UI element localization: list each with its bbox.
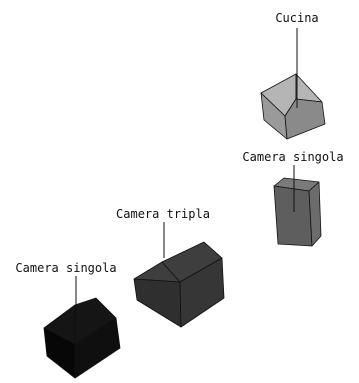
room-camera-singola-2-wall-side <box>74 317 121 379</box>
room-cucina-roof-right <box>295 73 323 103</box>
room-camera-singola-2: Camera singola <box>15 261 121 379</box>
room-camera-singola-1-side <box>308 181 322 247</box>
room-cucina-label: Cucina <box>275 11 318 25</box>
room-camera-singola-1: Camera singola <box>242 150 344 247</box>
room-camera-tripla-wall-front <box>133 278 182 328</box>
room-cucina: Cucina <box>260 11 326 140</box>
room-camera-singola-1-label: Camera singola <box>242 150 343 164</box>
room-camera-tripla: Camera tripla <box>116 207 225 328</box>
room-camera-tripla-wall-side <box>179 257 225 328</box>
room-camera-tripla-label: Camera tripla <box>116 207 210 221</box>
room-camera-singola-1-front <box>273 185 313 247</box>
room-cucina-wall-side <box>284 98 326 140</box>
room-camera-singola-2-label: Camera singola <box>15 261 116 275</box>
